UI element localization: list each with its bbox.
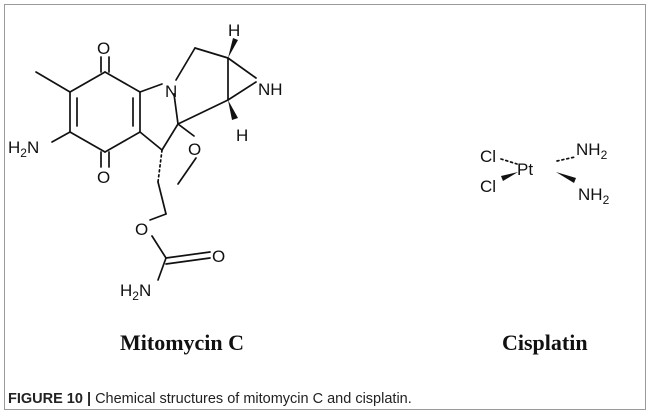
mitomycin-c-label: Mitomycin C	[120, 330, 245, 355]
atom-o-top: O	[97, 39, 110, 58]
atom-o-bottom: O	[97, 168, 110, 187]
atom-h2n-amine: H2N	[8, 138, 39, 160]
atom-o-carbonyl: O	[212, 247, 225, 266]
atom-nh2-top: NH2	[576, 140, 608, 162]
atom-nh: NH	[258, 80, 283, 99]
figure-frame	[4, 4, 646, 410]
atom-o-methoxy: O	[188, 140, 201, 159]
figure-caption: FIGURE 10 | Chemical structures of mitom…	[8, 391, 412, 407]
mitomycin-c-structure: O O N NH H H H2N O O O H2N	[8, 21, 283, 303]
atom-o-ester: O	[135, 220, 148, 239]
atom-n-ring: N	[165, 82, 177, 101]
atom-pt: Pt	[517, 160, 533, 179]
atom-h-bottom: H	[236, 126, 248, 145]
atom-h2n-carbamate: H2N	[120, 281, 151, 303]
cisplatin-label: Cisplatin	[502, 330, 588, 355]
atom-cl-top: Cl	[480, 147, 496, 166]
cisplatin-structure: Pt Cl Cl NH2 NH2	[480, 140, 610, 207]
atom-nh2-bottom: NH2	[578, 185, 610, 207]
caption-text: Chemical structures of mitomycin C and c…	[95, 391, 412, 407]
atom-cl-bottom: Cl	[480, 177, 496, 196]
atom-h-top: H	[228, 21, 240, 40]
figure-label: FIGURE 10 |	[8, 391, 92, 407]
